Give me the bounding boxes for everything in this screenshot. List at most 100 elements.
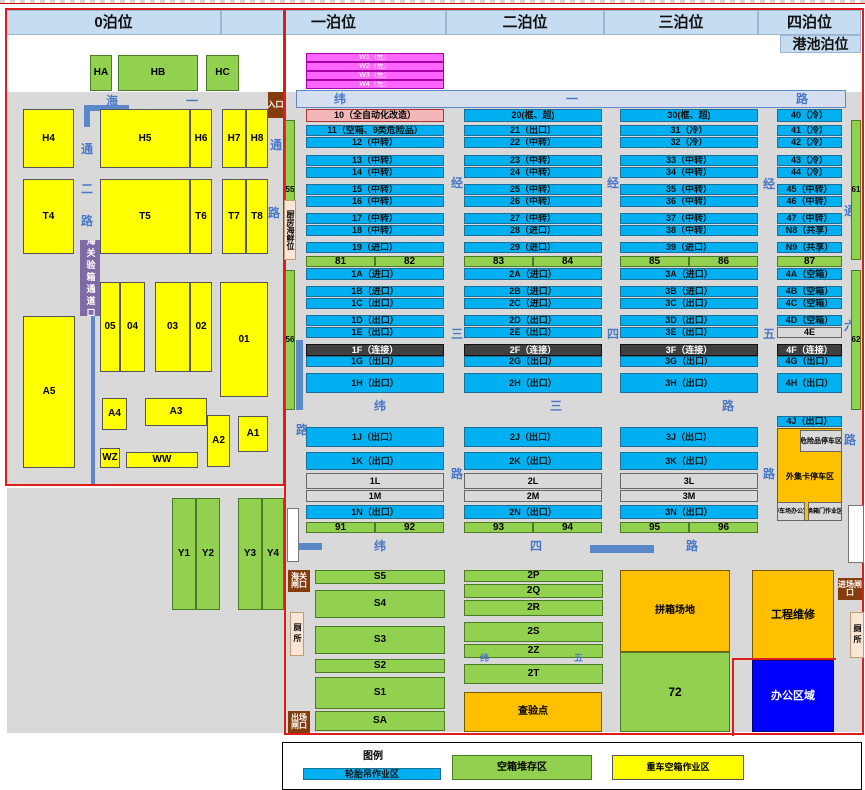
building-05: 05 (100, 282, 120, 372)
yard-72: 72 (620, 652, 730, 732)
yard-block: 3D（出口） (620, 315, 758, 326)
yard-block: 2E（出口） (464, 327, 602, 338)
yard-block: 3M (620, 490, 758, 502)
road-wei5: 纬 (480, 653, 490, 663)
green-strip: 94 (533, 522, 602, 533)
building-t8: T8 (246, 179, 268, 254)
road4-label-b: 四 (530, 539, 543, 553)
building-hb: HB (118, 55, 198, 91)
customs-gate: 海关闸口 (288, 570, 310, 592)
yard-block: 2N（出口） (464, 505, 602, 519)
green-strip: 91 (306, 522, 375, 533)
yard-block: 32（冷） (620, 137, 758, 148)
yard-block: 1A（进口） (306, 268, 444, 280)
stop-office: 停车场办公室 (777, 502, 805, 521)
w-strip-4: W4（危） (306, 80, 444, 89)
yard-block: 2L (464, 473, 602, 489)
yard-block: 4C（空箱） (777, 298, 842, 309)
building-hc: HC (206, 55, 239, 91)
exit-gate: 出场闸口 (288, 711, 310, 733)
road-zhi5: 五 (574, 653, 584, 663)
yard-block: 2G（出口） (464, 356, 602, 367)
yard-block: 11（空箱、9类危险品） (306, 125, 444, 136)
yard-block: 4J（出口） (777, 416, 842, 427)
w-strip-2: W2（危） (306, 62, 444, 71)
yard-block: 3E（出口） (620, 327, 758, 338)
building-a4: A4 (102, 398, 127, 430)
yard-block: 3K（出口） (620, 452, 758, 470)
yard-block: 2F（连接） (464, 344, 602, 356)
inspection-point: 查验点 (464, 692, 602, 732)
road-lu-mid1: 路 (451, 467, 464, 481)
berth-3: 三泊位 (604, 10, 758, 35)
p-block: 2S (464, 622, 603, 642)
green-strip: 83 (464, 256, 533, 267)
yard-block: 44（冷） (777, 167, 842, 178)
yard-block: 23（中转） (464, 155, 602, 166)
building-ha: HA (90, 55, 112, 91)
lcl-yard: 拼箱场地 (620, 570, 730, 652)
yard-block: 30(框、超) (620, 109, 758, 122)
building-y2: Y2 (196, 498, 220, 610)
building-h8: H8 (246, 109, 268, 168)
yard-block: 1C（出口） (306, 298, 444, 309)
yard-block: 4A（空箱） (777, 268, 842, 280)
yard-block: 2M (464, 490, 602, 502)
road3-label-a: 纬 (374, 399, 387, 413)
road-hai: 海 (106, 94, 119, 108)
building-t7: T7 (222, 179, 246, 254)
yard-block: N8（共享） (777, 225, 842, 236)
building-y1: Y1 (172, 498, 196, 610)
yard-block: 22（中转） (464, 137, 602, 148)
building-a1: A1 (238, 416, 268, 452)
yard-block: 2H（出口） (464, 373, 602, 393)
yard-block: 46（中转） (777, 196, 842, 207)
yard-block: 43（冷） (777, 155, 842, 166)
yard-block: 2D（出口） (464, 315, 602, 326)
green-strip: 86 (689, 256, 758, 267)
yard-block: 42（冷） (777, 137, 842, 148)
road-lu-left: 路 (81, 214, 94, 228)
road-jing-1: 经 (451, 176, 464, 190)
road4-label-a: 纬 (374, 539, 387, 553)
kitchen-seafood: 厨房海鲜位 (284, 200, 296, 260)
green-strip: 84 (533, 256, 602, 267)
road1-label-b: 一 (566, 92, 579, 106)
arrow-left-top (84, 105, 129, 111)
yard-block: 14（中转） (306, 167, 444, 178)
yard-block: 33（中转） (620, 155, 758, 166)
strip-62: 62 (851, 270, 861, 410)
yard-block: 36（中转） (620, 196, 758, 207)
s-block: S4 (315, 590, 445, 618)
yard-block: 4F（连接） (777, 344, 842, 356)
yard-block: 3J（出口） (620, 427, 758, 447)
yard-block: 1N（出口） (306, 505, 444, 519)
yard-block: 40（冷） (777, 109, 842, 122)
road1-label-a: 纬 (334, 92, 347, 106)
road-jing-3: 经 (607, 176, 620, 190)
road-lu-far: 路 (844, 433, 857, 447)
yard-block: N9（共享） (777, 242, 842, 253)
legend-empty-storage: 空箱堆存区 (452, 755, 592, 780)
yard-block: 27（中转） (464, 213, 602, 224)
yard-block: 2K（出口） (464, 452, 602, 470)
road-lu-mid2: 路 (763, 467, 776, 481)
yard-block: 3C（出口） (620, 298, 758, 309)
arrow-bottom-left (296, 543, 322, 550)
yard-block: 4D（空箱） (777, 315, 842, 326)
yard-block: 2C（进口） (464, 298, 602, 309)
customs-channel: 海关验箱通道口 (80, 240, 100, 316)
yard-block: 4B（空箱） (777, 286, 842, 297)
green-strip: 87 (777, 256, 842, 267)
yard-block: 34（中转） (620, 167, 758, 178)
road-jing-5: 经 (763, 177, 776, 191)
berth-1: 一泊位 (221, 10, 446, 35)
road4-label-c: 路 (686, 539, 699, 553)
yard-block: 1M (306, 490, 444, 502)
building-y3: Y3 (238, 498, 262, 610)
s-block: S2 (315, 659, 445, 673)
road-yi-left: 一 (186, 94, 199, 108)
road-lu-vert: 路 (296, 423, 309, 437)
p-block: 2T (464, 664, 603, 684)
yard-block: 25（中转） (464, 184, 602, 195)
